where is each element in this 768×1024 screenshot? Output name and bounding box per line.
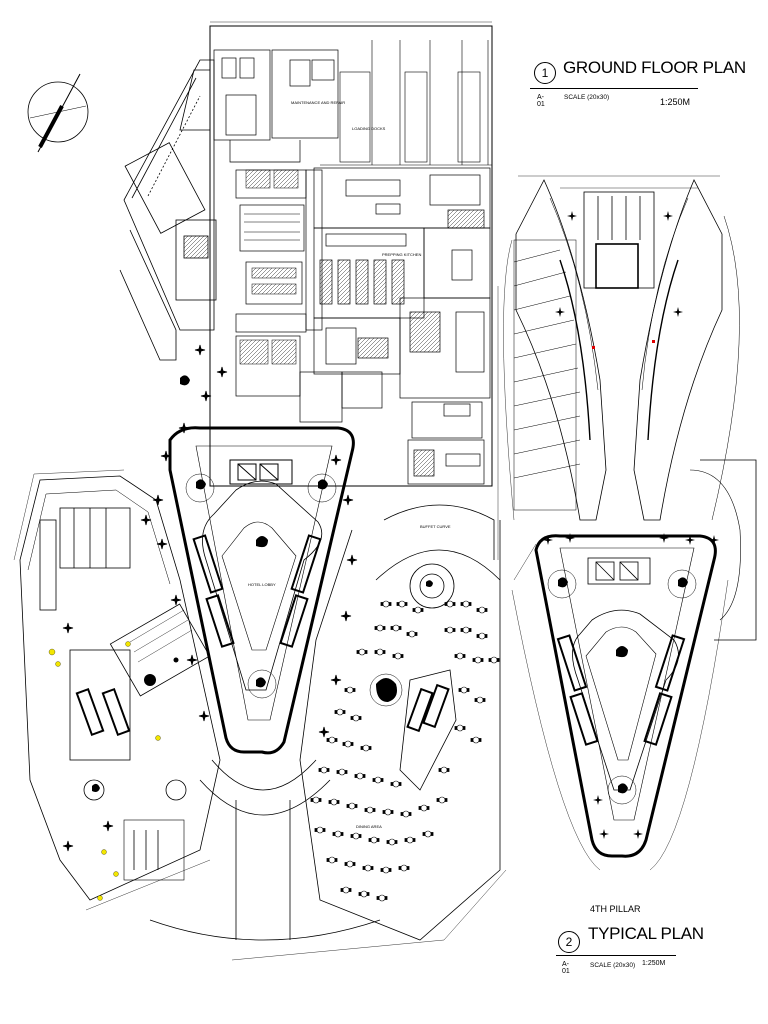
typical-plan-sculptures bbox=[558, 577, 688, 794]
red-markers bbox=[592, 340, 655, 349]
scale-note: SCALE (20x30) bbox=[590, 962, 636, 969]
plan-subtitle: 4TH PILLAR bbox=[590, 904, 641, 914]
plan-title: GROUND FLOOR PLAN bbox=[563, 58, 746, 77]
scale-ratio: 1:250M bbox=[642, 960, 666, 967]
drawing-number-badge: 1 bbox=[534, 62, 556, 84]
label-hotel-lobby: HOTEL LOBBY bbox=[248, 582, 276, 587]
label-loading-docks: LOADING DOCKS bbox=[352, 126, 386, 131]
typical-plan bbox=[503, 175, 757, 871]
title-underline bbox=[556, 955, 676, 956]
drawing-number-badge: 2 bbox=[558, 931, 580, 953]
title-underline bbox=[530, 88, 698, 89]
label-buffet-curve: BUFFET CURVE bbox=[420, 524, 451, 529]
typical-plan-plants bbox=[543, 211, 719, 839]
label-dining-area: DINING AREA bbox=[356, 824, 382, 829]
sheet-ref: A-01 bbox=[562, 961, 570, 975]
ground-floor-plan bbox=[13, 21, 507, 961]
plan-title: TYPICAL PLAN bbox=[588, 924, 704, 943]
scale-ratio: 1:250M bbox=[660, 97, 691, 107]
label-maintenance: MAINTENANCE AND REPAIR bbox=[291, 100, 345, 105]
north-arrow-icon bbox=[27, 73, 89, 153]
scale-note: SCALE (20x30) bbox=[564, 94, 610, 101]
sheet-ref: A-01 bbox=[537, 94, 545, 108]
label-prepping-kitchen: PREPPING KITCHEN bbox=[382, 252, 421, 257]
room-labels: MAINTENANCE AND REPAIR LOADING DOCKS PRE… bbox=[248, 100, 451, 829]
